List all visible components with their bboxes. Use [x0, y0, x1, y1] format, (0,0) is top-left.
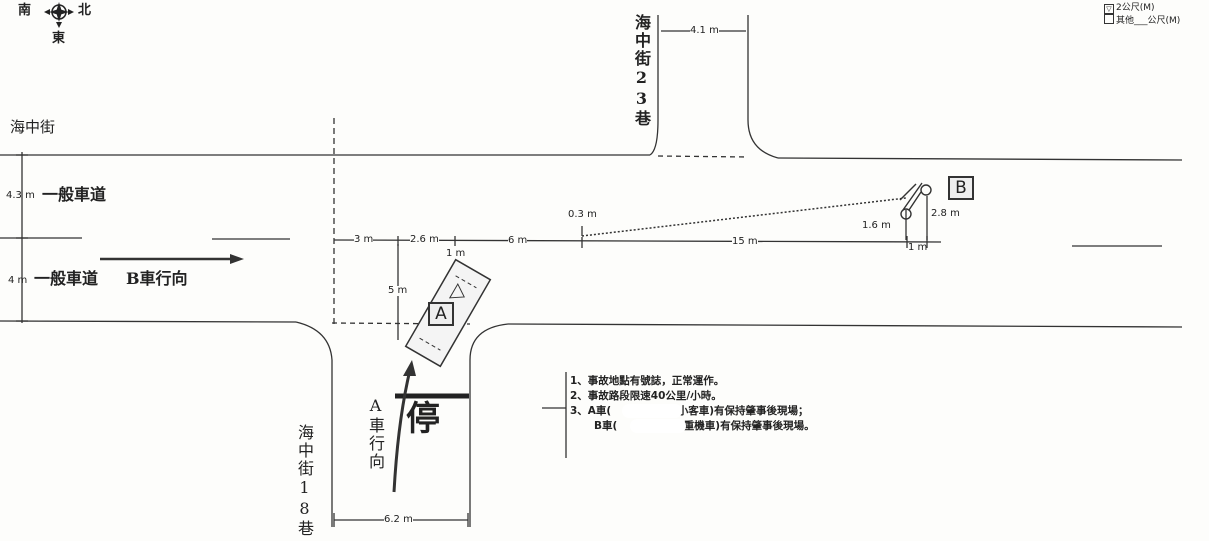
- compass-icon: [44, 2, 74, 28]
- b-direction-label: B車行向: [126, 269, 188, 288]
- note-3b: B車(普重機車)有保持肇事後現場。: [594, 420, 815, 432]
- redaction-mark: [630, 419, 686, 433]
- b-1-6m-value: 1.6 m: [862, 220, 891, 231]
- upper-lane-label: 一般車道: [42, 185, 107, 204]
- vehicle-b-label: B: [948, 176, 974, 200]
- road-edge-bottom-left: [0, 320, 297, 323]
- seg-6m-value: 6 m: [508, 235, 528, 246]
- scale-legend: ▽2公尺(M) 其他___公尺(M): [1104, 2, 1180, 27]
- vehicle-a-label: A: [428, 302, 454, 326]
- a-5m-value: 5 m: [388, 285, 408, 296]
- a-direction-arrow: [392, 360, 416, 493]
- legend-option-1: 2公尺(M): [1116, 3, 1155, 13]
- compass-north-label: 北: [78, 3, 92, 18]
- b-2-8m-value: 2.8 m: [931, 208, 960, 219]
- note-2: 2、事故路段限速40公里/小時。: [570, 390, 722, 402]
- lower-lane-label: 一般車道: [34, 269, 99, 288]
- alley18-right-curb: [469, 323, 509, 527]
- alley23-label: 海中街23巷: [632, 14, 651, 128]
- b-travel-trace: [581, 197, 907, 237]
- vehicle-b-motorcycle: [899, 182, 932, 220]
- redaction-mark: [622, 404, 682, 418]
- offset-0-3m-value: 0.3 m: [568, 209, 597, 220]
- seg-1m-a-value: 1 m: [446, 248, 466, 259]
- alley23-right-curb: [747, 15, 779, 159]
- stop-marking: 停: [406, 399, 440, 439]
- seg-2-6m-value: 2.6 m: [410, 234, 439, 245]
- seg-15m-value: 15 m: [732, 236, 758, 247]
- note-3: 3、A車(自小客車)有保持肇事後現場；: [570, 405, 809, 417]
- checkbox-empty-icon: [1104, 14, 1114, 24]
- road-edge-bottom-right: [507, 323, 1183, 328]
- accident-notes: 1、事故地點有號誌，正常運作。 2、事故路段限速40公里/小時。 3、A車(自小…: [570, 374, 815, 434]
- alley18-left-curb: [295, 321, 333, 527]
- lower-lane-width-value: 4 m: [8, 275, 28, 286]
- compass-south-label: 南: [18, 3, 32, 18]
- alley23-left-curb: [649, 15, 659, 156]
- alley23-mouth-dashed: [657, 155, 749, 158]
- upper-lane-width-value: 4.3 m: [6, 190, 35, 201]
- main-street-label: 海中街: [10, 118, 56, 136]
- seg-1m-b-value: 1 m: [908, 242, 928, 253]
- b-direction-arrow: [100, 254, 244, 264]
- checkbox-checked-icon: ▽: [1104, 4, 1114, 14]
- a-direction-label: A車行向: [366, 396, 385, 471]
- note-1: 1、事故地點有號誌，正常運作。: [570, 375, 725, 387]
- road-edge-top-right: [777, 157, 1183, 161]
- legend-option-2: 其他___公尺(M): [1116, 16, 1181, 26]
- seg-3m-value: 3 m: [354, 234, 374, 245]
- alley18-label: 海中街18巷: [295, 424, 314, 538]
- compass-east-label: 東: [52, 31, 66, 46]
- alley18-width-value: 6.2 m: [384, 514, 413, 525]
- alley23-width-value: 4.1 m: [690, 25, 719, 36]
